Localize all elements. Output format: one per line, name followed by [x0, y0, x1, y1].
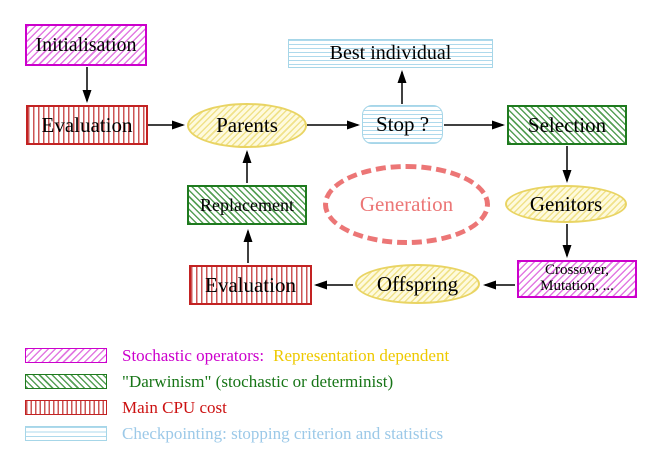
- node-selection-label: Selection: [527, 112, 607, 137]
- generation-label: Generation: [359, 192, 454, 217]
- node-best-individual: Best individual: [288, 39, 493, 68]
- legend-swatch-green-hatch: [25, 374, 107, 389]
- legend-label-darwinism: "Darwinism" (stochastic or determinist): [122, 371, 394, 391]
- node-initialisation-label: Initialisation: [35, 33, 137, 56]
- node-evaluation-bottom-label: Evaluation: [205, 272, 296, 297]
- node-stop: Stop ?: [362, 105, 443, 144]
- node-initialisation: Initialisation: [25, 24, 147, 66]
- node-offspring: Offspring: [355, 264, 480, 304]
- node-crossover-line1: Crossover,: [545, 262, 609, 279]
- legend-swatch-red-stripes: [25, 400, 107, 415]
- node-offspring-label: Offspring: [376, 271, 459, 296]
- node-evaluation-bottom: Evaluation: [189, 265, 312, 305]
- generation-cycle-ellipse: Generation: [323, 164, 490, 245]
- node-evaluation-top: Evaluation: [26, 105, 148, 145]
- legend-item-checkpointing: Checkpointing: stopping criterion and st…: [25, 423, 444, 443]
- node-best-individual-label: Best individual: [329, 42, 452, 64]
- legend-label-checkpointing: Checkpointing: stopping criterion and st…: [122, 423, 444, 443]
- legend-label-representation-dependent: Representation dependent: [273, 345, 450, 365]
- node-crossover-line2: Mutation, ...: [540, 278, 614, 294]
- node-replacement-label: Replacement: [200, 194, 294, 215]
- legend-label-main-cpu-cost: Main CPU cost: [122, 397, 227, 417]
- node-parents-label: Parents: [216, 113, 278, 138]
- legend-label-stochastic-operators: Stochastic operators:: [122, 345, 265, 365]
- node-parents: Parents: [187, 103, 307, 148]
- node-evaluation-top-label: Evaluation: [41, 112, 133, 137]
- legend-item-darwinism: "Darwinism" (stochastic or determinist): [25, 371, 394, 391]
- node-replacement: Replacement: [187, 185, 307, 225]
- legend-swatch-magenta-hatch: [25, 348, 107, 363]
- legend-item-stochastic-operators: Stochastic operators: Representation dep…: [25, 345, 450, 365]
- legend-item-main-cpu-cost: Main CPU cost: [25, 397, 227, 417]
- legend-swatch-cyan-stripes: [25, 426, 107, 441]
- node-genitors-label: Genitors: [529, 191, 603, 216]
- node-crossover-mutation: Crossover, Mutation, ...: [517, 260, 637, 298]
- node-genitors: Genitors: [505, 185, 627, 223]
- node-stop-label: Stop ?: [375, 112, 430, 137]
- node-selection: Selection: [507, 105, 627, 145]
